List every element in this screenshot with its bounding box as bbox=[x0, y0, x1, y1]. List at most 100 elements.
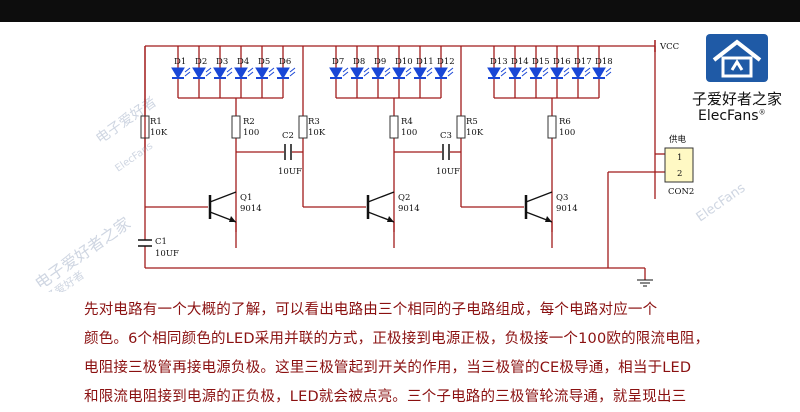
transistor-arrow bbox=[387, 216, 394, 222]
led-diode bbox=[255, 67, 269, 79]
base-resistor bbox=[298, 115, 308, 139]
resistor-ref: R4 bbox=[401, 117, 413, 127]
transistor-ref: Q1 bbox=[240, 193, 252, 203]
collector-resistor bbox=[231, 115, 241, 139]
led-label: D1 bbox=[174, 57, 186, 67]
led-label: D18 bbox=[595, 57, 613, 67]
led-label: D5 bbox=[258, 57, 270, 67]
capacitor-ref: C2 bbox=[282, 131, 294, 141]
led-arrows bbox=[563, 67, 570, 77]
logo-text-en: ElecFans® bbox=[698, 108, 766, 124]
led-label: D3 bbox=[216, 57, 228, 67]
transistor-value: 9014 bbox=[240, 204, 262, 214]
paragraph-line-2: 颜色。6个相同颜色的LED采用并联的方式，正极接到电源正极，负极接一个100欧的… bbox=[84, 331, 710, 347]
transistor-ref: Q2 bbox=[398, 193, 410, 203]
resistor-value: 100 bbox=[243, 128, 259, 138]
led-arrows bbox=[500, 67, 507, 77]
led-diode bbox=[550, 67, 564, 79]
capacitor-value: 10UF bbox=[155, 249, 179, 259]
resistor-value: 100 bbox=[401, 128, 417, 138]
capacitor-ref: C3 bbox=[440, 131, 452, 141]
resistor-value: 10K bbox=[308, 128, 326, 138]
transistor-collector bbox=[367, 191, 395, 203]
led-arrows bbox=[184, 67, 191, 77]
led-arrows bbox=[226, 67, 233, 77]
connector-pin-1: 1 bbox=[677, 153, 682, 163]
led-arrows bbox=[268, 67, 275, 77]
led-diode bbox=[371, 67, 385, 79]
logo-text-cn: 子爱好者之家 bbox=[692, 90, 783, 108]
led-diode bbox=[213, 67, 227, 79]
base-resistor bbox=[140, 115, 150, 139]
led-arrows bbox=[384, 67, 391, 77]
transistor-collector bbox=[209, 191, 237, 203]
led-diode bbox=[592, 67, 606, 79]
led-arrows bbox=[447, 67, 454, 77]
led-arrows bbox=[426, 67, 433, 77]
led-label: D11 bbox=[416, 57, 434, 67]
led-diode bbox=[234, 67, 248, 79]
wire-layer bbox=[144, 45, 665, 280]
led-diode bbox=[192, 67, 206, 79]
transistor-collector bbox=[525, 191, 553, 203]
elecfans-logo: 子爱好者之家 ElecFans® bbox=[692, 34, 800, 130]
led-arrows bbox=[605, 67, 612, 77]
led-arrows bbox=[342, 67, 349, 77]
led-label: D9 bbox=[374, 57, 386, 67]
vcc-label: VCC bbox=[659, 42, 679, 52]
resistor-ref: R6 bbox=[559, 117, 571, 127]
logo-registered-mark: ® bbox=[758, 108, 766, 117]
led-diode bbox=[529, 67, 543, 79]
paragraph-line-1: 先对电路有一个大概的了解，可以看出电路由三个相同的子电路组成，每个电路对应一个 bbox=[84, 302, 658, 318]
led-diode bbox=[487, 67, 501, 79]
paragraph-line-3: 电阻接三极管再接电源负极。这里三极管起到开关的作用，当三极管的CE极导通，相当于… bbox=[84, 360, 692, 376]
collector-resistor bbox=[547, 115, 557, 139]
capacitor-value: 10UF bbox=[278, 167, 302, 177]
explanation-paragraph: 先对电路有一个大概的了解，可以看出电路由三个相同的子电路组成，每个电路对应一个 … bbox=[84, 296, 754, 412]
connector-pin-2: 2 bbox=[677, 169, 682, 179]
collector-resistor bbox=[389, 115, 399, 139]
led-label: D10 bbox=[395, 57, 413, 67]
led-diode bbox=[276, 67, 290, 79]
led-diode bbox=[571, 67, 585, 79]
paragraph-line-4: 和限流电阻接到电源的正负极，LED就会被点亮。三个子电路的三极管轮流导通，就呈现… bbox=[84, 389, 687, 405]
led-diode bbox=[329, 67, 343, 79]
led-label: D6 bbox=[279, 57, 291, 67]
led-arrows bbox=[363, 67, 370, 77]
gnd-label: GND bbox=[638, 291, 659, 292]
led-label: D2 bbox=[195, 57, 207, 67]
led-arrows bbox=[521, 67, 528, 77]
transistor-arrow bbox=[545, 216, 552, 222]
led-label: D16 bbox=[553, 57, 571, 67]
resistor-ref: R3 bbox=[308, 117, 320, 127]
base-resistor bbox=[456, 115, 466, 139]
led-diode bbox=[434, 67, 448, 79]
connector-title: 供电 bbox=[669, 134, 687, 145]
capacitor-ref: C1 bbox=[155, 237, 167, 247]
led-label: D13 bbox=[490, 57, 508, 67]
watermark-text: ElecFans bbox=[113, 141, 155, 175]
led-diode bbox=[171, 67, 185, 79]
transistor-value: 9014 bbox=[398, 204, 420, 214]
watermark-text: ElecFans bbox=[694, 181, 749, 226]
led-arrows bbox=[247, 67, 254, 77]
led-arrows bbox=[405, 67, 412, 77]
led-diode bbox=[508, 67, 522, 79]
led-diode bbox=[392, 67, 406, 79]
resistor-value: 10K bbox=[150, 128, 168, 138]
connector-body bbox=[664, 147, 694, 183]
label-layer: VCCGND供电12CON2D1D2D3D4D5D6R2100R110KQ190… bbox=[150, 42, 694, 292]
house-logo-icon bbox=[706, 34, 768, 82]
capacitor-value: 10UF bbox=[436, 167, 460, 177]
top-bar bbox=[0, 0, 800, 22]
resistor-value: 100 bbox=[559, 128, 575, 138]
led-label: D17 bbox=[574, 57, 592, 67]
led-label: D14 bbox=[511, 57, 529, 67]
led-arrows bbox=[289, 67, 296, 77]
led-arrows bbox=[584, 67, 591, 77]
led-arrows bbox=[205, 67, 212, 77]
transistor-value: 9014 bbox=[556, 204, 578, 214]
transistor-arrow bbox=[229, 216, 236, 222]
led-label: D8 bbox=[353, 57, 365, 67]
